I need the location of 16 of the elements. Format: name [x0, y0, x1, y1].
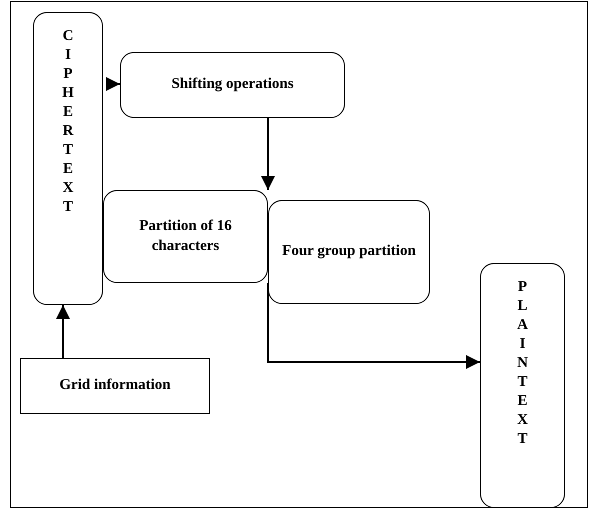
- process-box: [103, 190, 268, 283]
- vertical-label: PLAIN TEXT: [516, 278, 528, 450]
- box-label: Shifting operations: [171, 75, 294, 94]
- box-label: Four group partition: [282, 242, 416, 262]
- box-label: Grid information: [59, 376, 171, 396]
- arrow: [261, 118, 275, 190]
- input-box: [20, 358, 210, 414]
- arrow: [106, 77, 120, 91]
- vertical-text-box: [33, 12, 103, 305]
- arrow: [267, 283, 480, 369]
- vertical-label: CIPHER TEXT: [62, 27, 74, 218]
- box-label: Partition of 16 characters: [138, 217, 233, 256]
- process-box: [268, 200, 430, 304]
- arrow: [56, 305, 70, 358]
- vertical-text-box: [480, 263, 565, 508]
- process-box: [120, 52, 345, 118]
